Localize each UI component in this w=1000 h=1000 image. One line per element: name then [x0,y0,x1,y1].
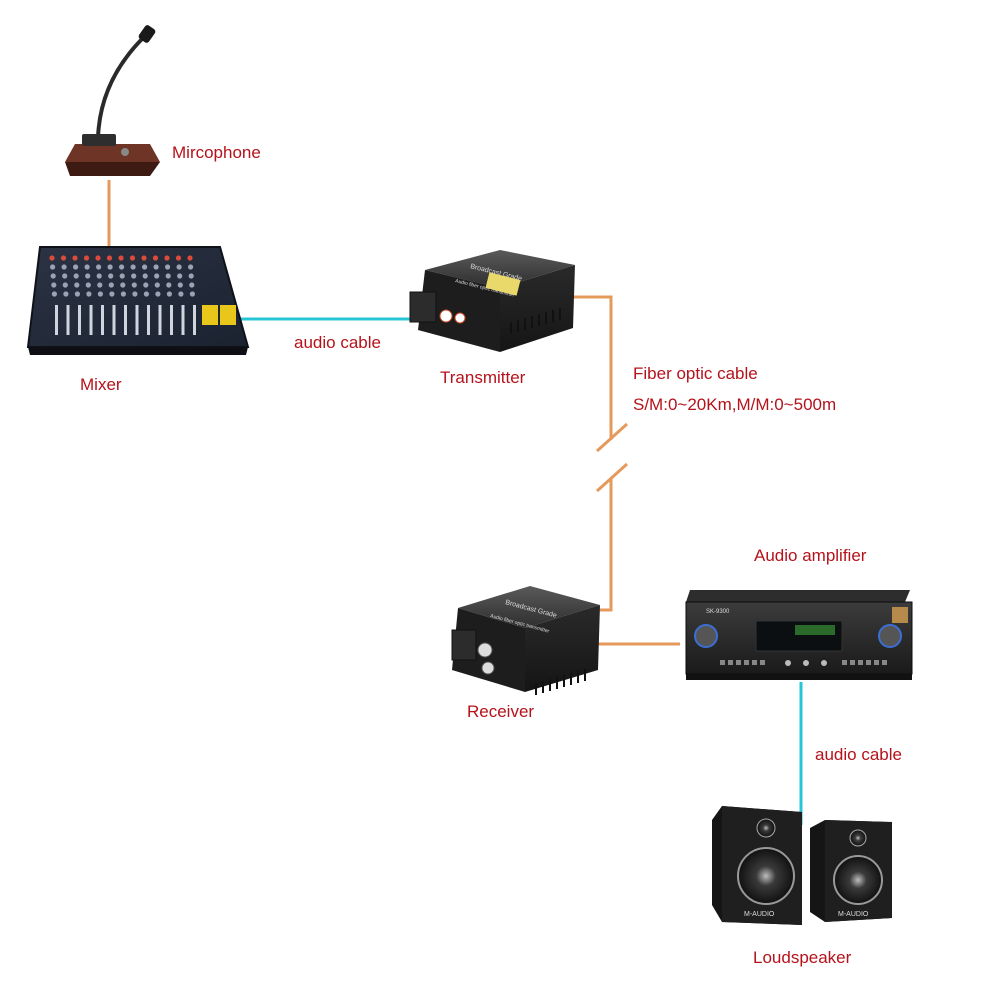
microphone-icon [65,25,160,176]
receiver-icon: Broadcast Grade Audio fiber optic transm… [451,586,600,695]
mixer-icon [26,246,250,355]
speaker-icon: M-AUDIO M-AUDIO [712,806,892,925]
mixer-label: Mixer [80,375,122,394]
transmitter-icon: Broadcast Grade Audio fiber optic transm… [409,250,575,352]
amplifier-model-text: SK-9300 [706,609,730,615]
amplifier-label: Audio amplifier [754,546,867,565]
fiber-break-mark-2 [595,462,629,493]
microphone-label: Mircophone [172,143,261,162]
fiber-cable-upper [572,295,613,440]
loudspeaker-label: Loudspeaker [753,948,852,967]
fiber-cable-title: Fiber optic cable [633,364,758,383]
transmitter-label: Transmitter [440,368,526,387]
audio-cable-label-top: audio cable [294,333,381,352]
fiber-cable-lower [592,478,613,612]
audio-cable-label-bottom: audio cable [815,745,902,764]
amplifier-icon: SK-9300 [685,590,913,680]
receiver-label: Receiver [467,702,535,721]
speaker-left-brand-text: M-AUDIO [744,911,775,918]
fiber-break-mark-1 [595,422,629,453]
fiber-cable-spec: S/M:0~20Km,M/M:0~500m [633,395,837,414]
speaker-right-brand-text: M-AUDIO [838,911,869,918]
